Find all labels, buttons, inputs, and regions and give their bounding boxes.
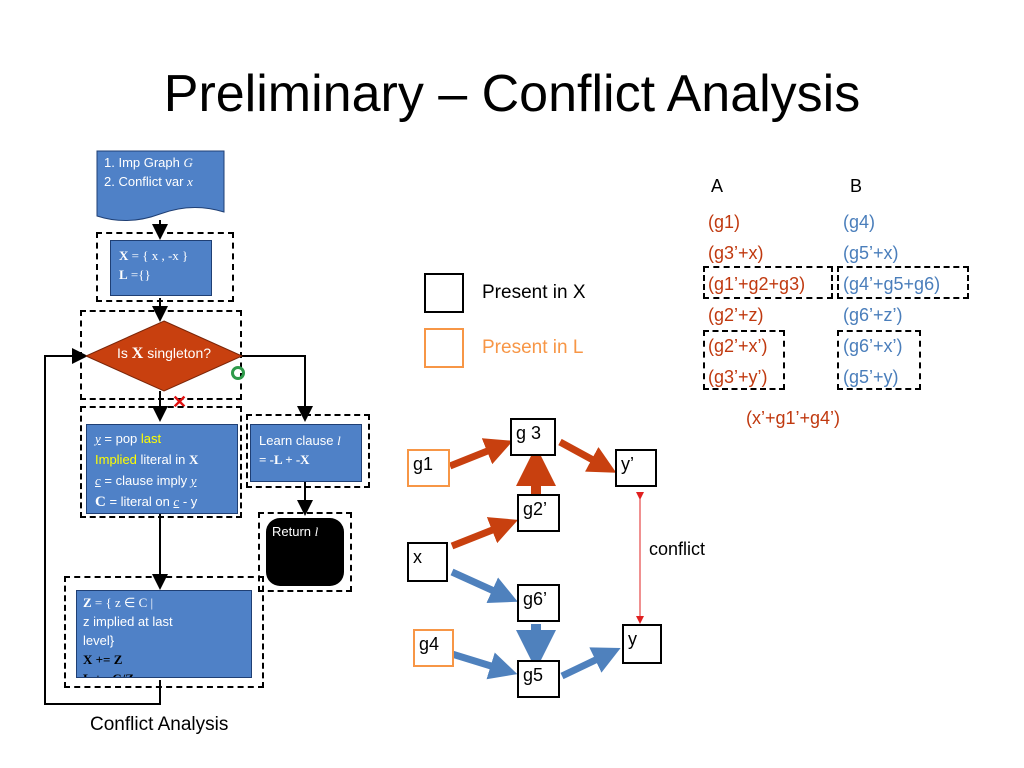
implied-rest: literal in — [136, 452, 189, 467]
node-g2-prime: g2’ — [517, 494, 560, 532]
clause-a-item: (g2’+z) — [708, 305, 764, 325]
implied-bold: X — [188, 452, 199, 467]
pop-box: y = pop last Implied literal in X c = cl… — [86, 424, 238, 514]
edge-g1-g3 — [448, 438, 513, 470]
node-g4: g4 — [413, 629, 454, 667]
return-dashed-frame — [258, 512, 352, 592]
conflict-label: conflict — [649, 539, 706, 559]
clause-b-item: (g6’+z’) — [843, 305, 903, 325]
clause-a-item: (g2’+x’) — [708, 336, 768, 356]
clause-header-a: A — [711, 176, 724, 196]
learn-box: Learn clause l = -L + -X — [250, 424, 362, 482]
learn-var: l — [337, 433, 341, 448]
learn-line2: = -L + -X — [259, 452, 310, 467]
edge-g3-yprime — [558, 438, 617, 473]
edge-g4-g5 — [450, 650, 518, 680]
z-line5: L += C/Z — [83, 669, 245, 677]
return-terminal: Return l — [266, 518, 344, 586]
z-bold: Z — [83, 595, 92, 610]
clause-y: y — [190, 473, 197, 488]
pop-last: last — [140, 431, 162, 446]
clause-b-frame-1 — [837, 266, 969, 299]
init-l-rest: ={} — [127, 267, 151, 282]
doc-line1-var: G — [183, 155, 193, 170]
init-x-rest: = { x , -x } — [128, 248, 189, 263]
yes-circle-icon — [231, 366, 245, 380]
clause-column-a: (g1) (g3’+x) (g1’+g2+g3) (g2’+z) (g2’+x’… — [708, 207, 805, 393]
clause-column-b: (g4) (g5’+x) (g4’+g5+g6) (g6’+z’) (g6’+x… — [843, 207, 940, 393]
z-line1: = { z ∈ C | — [91, 595, 154, 610]
decision-post: singleton? — [143, 345, 212, 361]
clause-b-item: (g5’+y) — [843, 367, 899, 387]
document-text: 1. Imp Graph G 2. Conflict var x — [104, 153, 224, 191]
pop-text: = pop — [100, 431, 141, 446]
doc-line2-var: x — [187, 174, 193, 189]
clause-a-frame-2 — [703, 330, 785, 390]
return-text: Return — [272, 524, 315, 539]
node-g6-prime: g6’ — [517, 584, 560, 622]
clause-text: = clause imply — [100, 473, 191, 488]
clause-a-item: (g1’+g2+g3) — [708, 274, 806, 294]
implied-word: Implied — [95, 452, 137, 467]
clause-a-item: (g3’+y’) — [708, 367, 768, 387]
decision-dashed-frame — [80, 310, 242, 400]
clause-var: c — [95, 473, 101, 488]
node-g3: g 3 — [510, 418, 556, 456]
doc-line2: 2. Conflict var — [104, 174, 188, 189]
decision-pre: Is — [116, 345, 132, 361]
connector-loop-back — [44, 348, 161, 705]
decision-text: Is X singleton? — [84, 345, 244, 363]
z-line2: z implied at last — [83, 614, 173, 629]
z-dashed-frame — [64, 576, 264, 688]
clause-b-frame-2 — [837, 330, 921, 390]
node-y: y — [622, 624, 662, 664]
c-text: = literal on — [105, 494, 174, 509]
decision-bold: X — [131, 345, 144, 362]
connector-decision-learn — [240, 355, 313, 422]
slide-title: Preliminary – Conflict Analysis — [163, 65, 861, 123]
learned-clause: (x’+g1’+g4’) — [746, 408, 841, 428]
edge-g5-y — [560, 647, 621, 680]
init-box: X = { x , -x } L ={} — [110, 240, 212, 296]
learn-dashed-frame — [246, 414, 370, 488]
init-l-bold: L — [119, 267, 128, 282]
document-shape — [96, 150, 225, 222]
clause-b-item: (g6’+x’) — [843, 336, 903, 356]
legend-swatch-x — [424, 273, 464, 313]
clause-b-item: (g5’+x) — [843, 243, 899, 263]
clause-a-item: (g1) — [708, 212, 741, 232]
legend-label-x: Present in X — [482, 282, 586, 303]
learn-line1: Learn clause — [259, 433, 338, 448]
z-box: Z = { z ∈ C | z implied at last level} X… — [76, 590, 252, 678]
clause-b-item: (g4’+g5+g6) — [843, 274, 941, 294]
pop-var: y — [95, 431, 101, 446]
clause-header-b: B — [850, 176, 863, 196]
clause-a-item: (g3’+x) — [708, 243, 764, 263]
legend-swatch-l — [424, 328, 464, 368]
node-g5: g5 — [517, 660, 560, 698]
flowchart-caption: Conflict Analysis — [90, 714, 229, 735]
node-g1: g1 — [407, 449, 450, 487]
c-bold: C — [95, 494, 106, 510]
node-y-prime: y’ — [615, 449, 657, 487]
init-dashed-frame — [96, 232, 234, 302]
c-var: c — [173, 494, 180, 509]
clause-b-item: (g4) — [843, 212, 876, 232]
legend-label-l: Present in L — [482, 337, 584, 358]
decision-diamond — [84, 320, 244, 392]
init-x-bold: X — [119, 248, 129, 263]
c-end: - y — [179, 494, 198, 509]
pop-dashed-frame — [80, 406, 242, 518]
clause-a-frame-1 — [703, 266, 833, 299]
doc-line1: 1. Imp Graph — [104, 155, 184, 170]
z-line4: X += Z — [83, 652, 123, 667]
return-var: l — [314, 524, 319, 539]
edge-x-g6prime — [450, 568, 518, 603]
edge-x-g2prime — [450, 517, 519, 550]
z-line3: level} — [83, 633, 115, 648]
node-x: x — [407, 542, 448, 582]
